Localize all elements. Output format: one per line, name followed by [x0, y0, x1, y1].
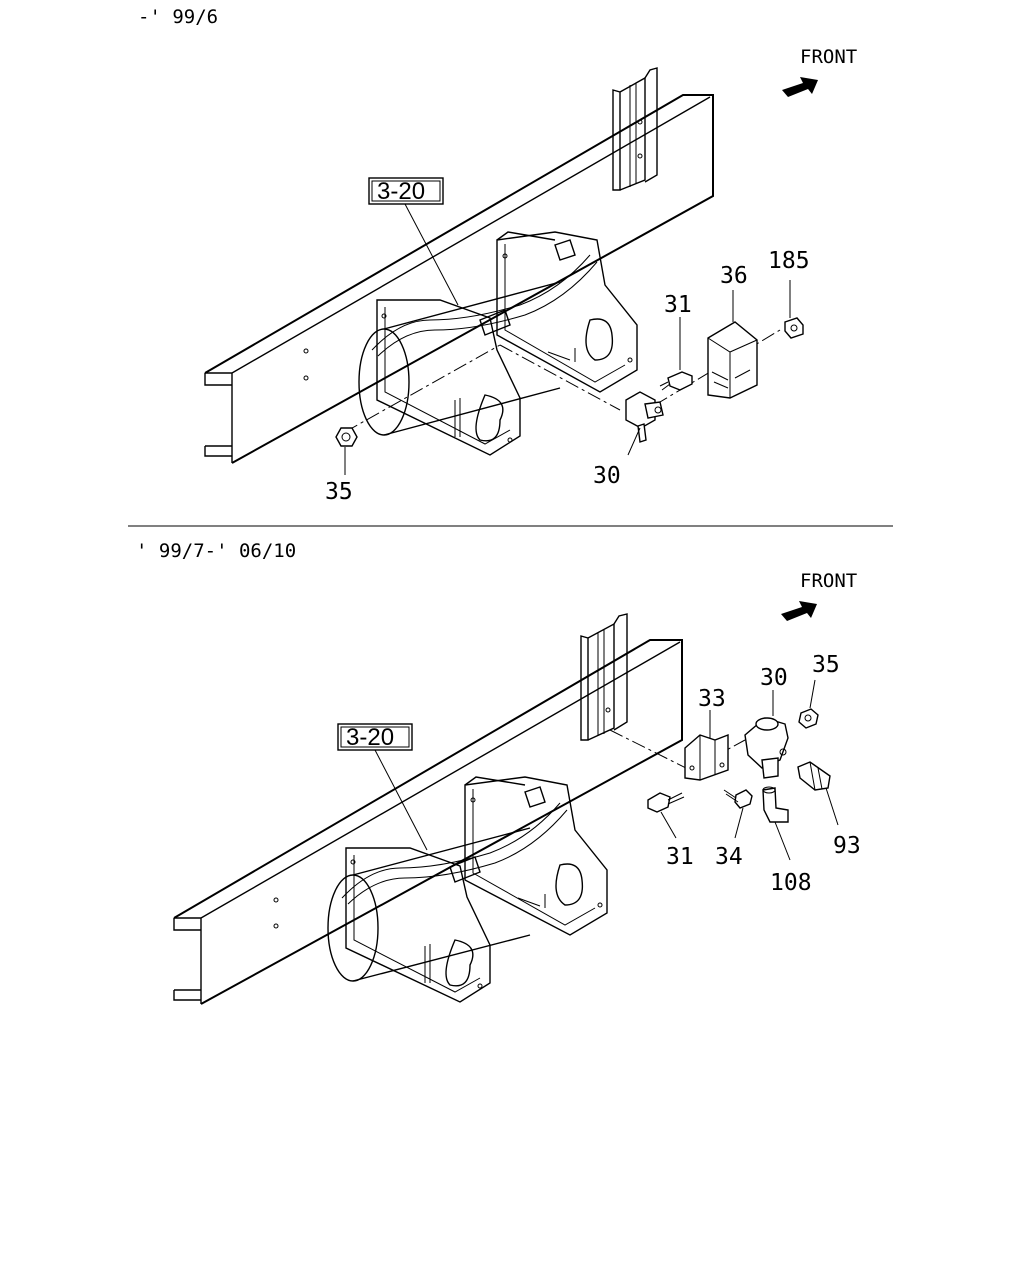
bottom-air-tank	[327, 776, 608, 1003]
bottom-crossmember	[580, 613, 628, 741]
bottom-front-arrow-icon	[781, 601, 817, 621]
top-ref-box-label: 3-20	[377, 178, 425, 205]
bottom-callout-34: 34	[715, 844, 743, 870]
bottom-callout-30: 30	[760, 665, 788, 691]
bottom-part-31-bolt: 31	[647, 792, 694, 870]
bottom-part-93-fitting: 93	[797, 761, 861, 859]
bottom-callout-31: 31	[666, 844, 694, 870]
top-air-tank	[358, 231, 638, 456]
bottom-part-30-valve: 30	[744, 665, 789, 779]
top-part-36-bracket: 36	[707, 263, 758, 399]
top-date-label: -' 99/6	[138, 6, 218, 28]
top-callout-36: 36	[720, 263, 748, 289]
top-part-31-bolt: 31	[659, 292, 693, 391]
bottom-frame-rail	[173, 639, 683, 1005]
top-callout-30: 30	[593, 463, 621, 489]
bottom-callout-108: 108	[770, 870, 812, 896]
bottom-part-33-bracket: 33	[684, 686, 729, 781]
bottom-part-35-nut: 35	[798, 652, 840, 729]
top-front-arrow-icon	[782, 77, 818, 97]
bottom-section: ' 99/7-' 06/10 FRONT	[136, 540, 861, 1005]
top-section: -' 99/6 FRONT	[138, 6, 857, 505]
bottom-front-label: FRONT	[800, 570, 857, 592]
bottom-date-label: ' 99/7-' 06/10	[136, 540, 296, 562]
top-callout-35: 35	[325, 479, 353, 505]
top-part-185-fitting: 185	[768, 248, 810, 339]
bottom-front-indicator: FRONT	[781, 570, 857, 621]
top-callout-31: 31	[664, 292, 692, 318]
top-part-35-nut: 35	[325, 427, 358, 505]
bottom-ref-box: 3-20	[337, 723, 428, 851]
bottom-part-108-elbow: 108	[762, 786, 812, 896]
top-ref-box: 3-20	[368, 177, 459, 306]
bottom-callout-33: 33	[698, 686, 726, 712]
top-front-label: FRONT	[800, 46, 857, 68]
bottom-part-34-bolt: 34	[715, 789, 753, 870]
top-frame-rail	[204, 94, 714, 464]
bottom-callout-35: 35	[812, 652, 840, 678]
bottom-ref-box-label: 3-20	[346, 724, 394, 751]
top-front-indicator: FRONT	[782, 46, 857, 97]
bottom-callout-93: 93	[833, 833, 861, 859]
top-callout-185: 185	[768, 248, 810, 274]
top-crossmember	[612, 67, 658, 191]
top-part-30-valve: 30	[593, 391, 664, 489]
